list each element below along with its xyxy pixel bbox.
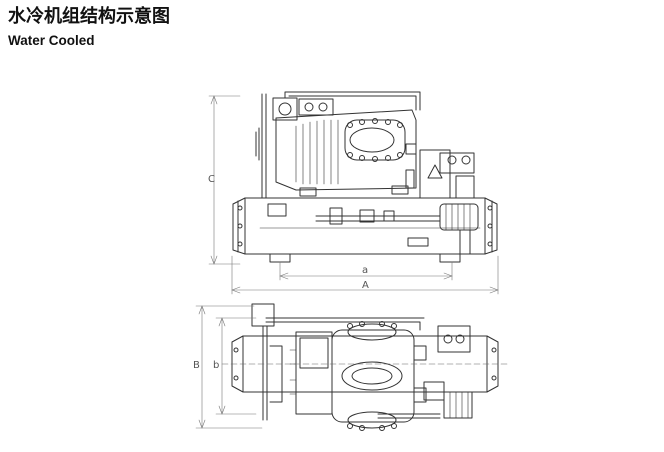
- front-condenser: [232, 197, 498, 263]
- top-view: B b: [193, 303, 509, 431]
- dimension-label-a-small: a: [362, 265, 368, 276]
- front-dimension-lines: [208, 95, 499, 295]
- top-electrical-box: [377, 325, 473, 419]
- dimension-label-b-large: B: [193, 360, 200, 371]
- front-view: C a A: [208, 91, 499, 295]
- top-compressor: [251, 303, 427, 431]
- dimension-label-b-small: b: [213, 360, 219, 371]
- front-compressor: [272, 97, 417, 197]
- dimension-label-a-large: A: [362, 280, 369, 291]
- dimension-label-c: C: [208, 174, 215, 185]
- top-dimension-lines: [195, 305, 263, 429]
- front-electrical-box: [419, 149, 475, 199]
- page-subtitle: Water Cooled: [8, 33, 95, 48]
- page-title: 水冷机组结构示意图: [8, 6, 170, 27]
